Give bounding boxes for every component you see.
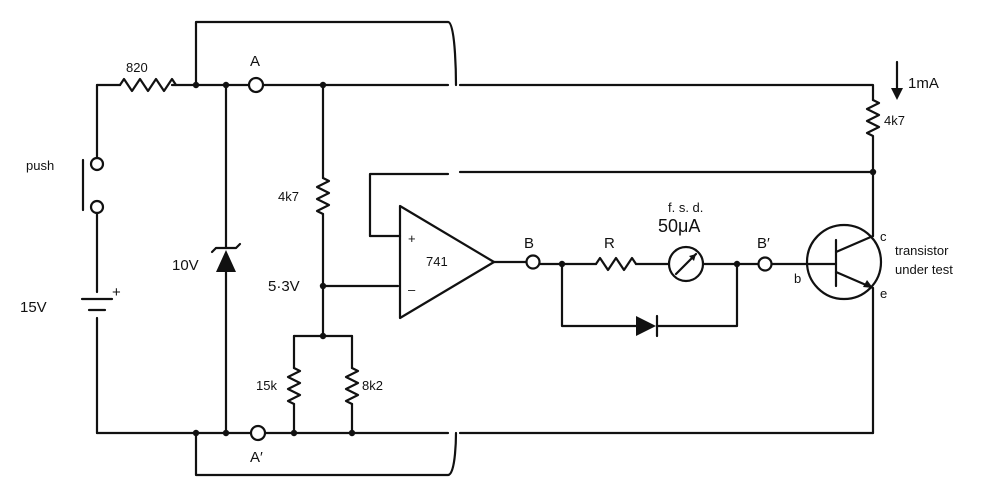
- label-b-pin: b: [794, 271, 801, 286]
- label-a-prime: A′: [250, 449, 263, 466]
- label-741: 741: [426, 254, 448, 269]
- label-50ua: 50μA: [658, 216, 700, 236]
- opamp-741: [368, 170, 875, 320]
- label-1ma: 1mA: [908, 75, 939, 92]
- resistor-820: [118, 77, 178, 93]
- push-switch: [81, 156, 105, 294]
- label-push: push: [26, 158, 54, 173]
- label-4k7-collector: 4k7: [884, 113, 905, 128]
- meter-branch: [538, 245, 759, 338]
- label-b: B: [524, 235, 534, 252]
- label-15v: 15V: [20, 299, 47, 316]
- outer-loop-wire: [194, 20, 458, 477]
- label-4k7-divider: 4k7: [278, 189, 299, 204]
- label-fsd: f. s. d.: [668, 200, 703, 215]
- label-opamp-minus: –: [408, 282, 416, 297]
- divider-network: [286, 83, 400, 435]
- terminal-b: [525, 254, 541, 270]
- label-c: c: [880, 229, 887, 244]
- zener-diode: [210, 83, 242, 435]
- label-a: A: [250, 53, 260, 70]
- label-opamp-plus: +: [408, 231, 416, 246]
- label-r: R: [604, 235, 615, 252]
- terminal-b-prime: [757, 256, 773, 272]
- label-transistor: transistor: [895, 243, 949, 258]
- label-e: e: [880, 286, 887, 301]
- terminal-a-prime: [249, 424, 267, 442]
- label-b-prime: B′: [757, 235, 770, 252]
- transistor-under-test: [770, 170, 883, 435]
- terminal-a: [247, 76, 265, 94]
- battery-15v: [80, 297, 114, 435]
- label-820: 820: [126, 60, 148, 75]
- label-battery-plus: +: [112, 284, 121, 301]
- label-5-3v: 5·3V: [268, 278, 300, 295]
- top-rail: [95, 83, 875, 159]
- label-15k: 15k: [256, 378, 277, 393]
- label-8k2: 8k2: [362, 378, 383, 393]
- collector-resistor: [865, 60, 903, 174]
- junction-dots: [192, 81, 877, 437]
- label-10v: 10V: [172, 257, 199, 274]
- label-under-test: under test: [895, 262, 953, 277]
